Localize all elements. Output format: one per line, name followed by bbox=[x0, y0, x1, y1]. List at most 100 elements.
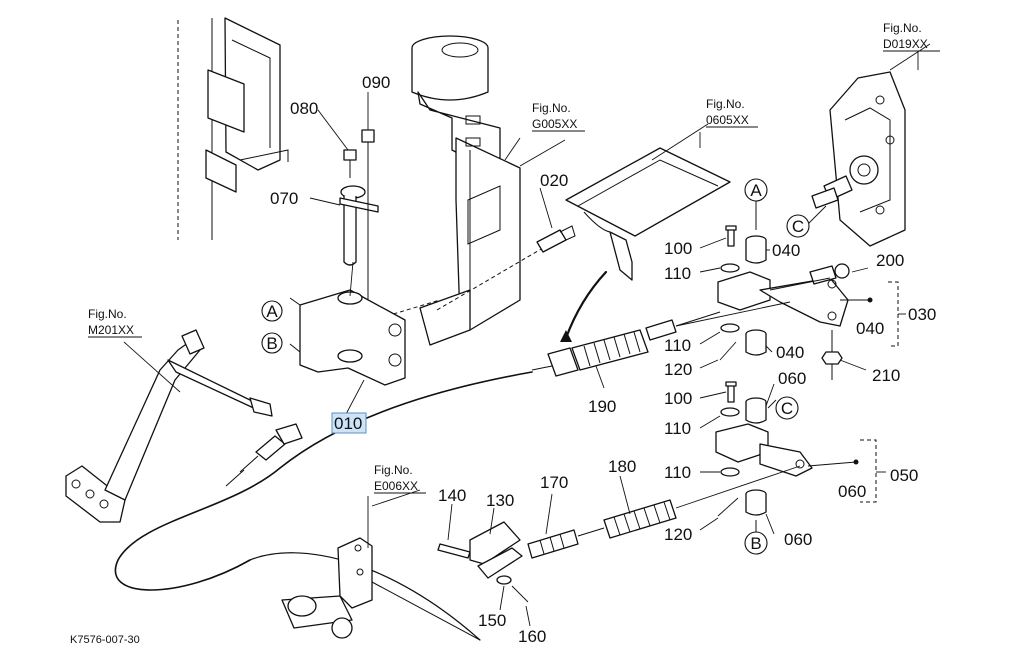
callout-100-b[interactable]: 100 bbox=[664, 389, 692, 408]
ref-0605-title: Fig.No. bbox=[706, 97, 745, 111]
nut-210 bbox=[821, 351, 843, 365]
callout-050[interactable]: 050 bbox=[890, 466, 918, 485]
dot-050 bbox=[853, 459, 859, 465]
ref-g005-title: Fig.No. bbox=[532, 101, 571, 115]
washer-150 bbox=[496, 575, 512, 585]
callout-090[interactable]: 090 bbox=[362, 73, 390, 92]
callout-200[interactable]: 200 bbox=[876, 251, 904, 270]
pedal-assembly bbox=[65, 329, 273, 523]
callout-060-c[interactable]: 060 bbox=[784, 530, 812, 549]
callout-010[interactable]: 010 bbox=[334, 414, 362, 433]
leader-020-dash bbox=[436, 237, 561, 311]
callout-060-a[interactable]: 060 bbox=[778, 369, 806, 388]
callout-010-highlight bbox=[331, 412, 367, 434]
sep-b-left bbox=[289, 343, 301, 353]
lower-lever bbox=[281, 537, 481, 641]
rod-170 bbox=[527, 527, 605, 559]
washer-110-b bbox=[720, 323, 740, 333]
figure-code: K7576-007-30 bbox=[70, 634, 140, 646]
clevis-130 bbox=[469, 521, 523, 579]
marker-b-left-circle bbox=[261, 332, 283, 354]
bushing-040-upper bbox=[745, 235, 767, 264]
bushing-060-upper bbox=[745, 397, 767, 424]
washer-110-a bbox=[720, 263, 740, 273]
ref-m201-code[interactable]: M201XX bbox=[88, 323, 134, 337]
marker-b-right-circle bbox=[744, 531, 768, 555]
rod-lower bbox=[675, 465, 801, 509]
callout-110-d[interactable]: 110 bbox=[664, 463, 691, 482]
callout-040-c[interactable]: 040 bbox=[776, 343, 804, 362]
pin-070 bbox=[339, 185, 379, 266]
bracket-030 bbox=[888, 281, 899, 347]
link-upper bbox=[769, 277, 831, 291]
callout-060-b[interactable]: 060 bbox=[838, 482, 866, 501]
callout-040-b[interactable]: 040 bbox=[856, 319, 884, 338]
ref-d019-code[interactable]: D019XX bbox=[883, 37, 928, 51]
callout-140[interactable]: 140 bbox=[438, 486, 466, 505]
marker-a-left-circle bbox=[261, 300, 283, 322]
cable-end-left bbox=[225, 423, 303, 487]
cotter-120-b bbox=[717, 497, 739, 517]
pin-070-axis bbox=[349, 261, 354, 297]
bracket-010 bbox=[299, 289, 406, 386]
ball-joint-200 bbox=[809, 263, 850, 285]
marker-c-upper-circle bbox=[786, 214, 810, 238]
arrow-0605-head bbox=[560, 330, 572, 342]
callout-030[interactable]: 030 bbox=[908, 305, 936, 324]
marker-b-left: B bbox=[266, 334, 277, 353]
bolt-020 bbox=[536, 225, 576, 253]
leader-050-tip bbox=[807, 461, 857, 467]
marker-b-right: B bbox=[750, 534, 761, 553]
callout-070[interactable]: 070 bbox=[270, 189, 298, 208]
callout-130[interactable]: 130 bbox=[486, 491, 514, 510]
ref-d019-title: Fig.No. bbox=[883, 21, 922, 35]
callout-120-b[interactable]: 120 bbox=[664, 525, 692, 544]
cotter-120-a bbox=[719, 341, 737, 361]
callout-110-a[interactable]: 110 bbox=[664, 264, 691, 283]
callout-120-a[interactable]: 120 bbox=[664, 360, 692, 379]
lever-lower bbox=[715, 423, 813, 477]
callout-170[interactable]: 170 bbox=[540, 473, 568, 492]
transmission-housing bbox=[811, 71, 906, 247]
callout-210[interactable]: 210 bbox=[872, 366, 900, 385]
cotter-160 bbox=[511, 585, 529, 603]
lever-upper bbox=[717, 271, 849, 327]
pin-100-b bbox=[725, 381, 737, 403]
ref-e006-code[interactable]: E006XX bbox=[374, 479, 418, 493]
marker-a-left: A bbox=[266, 302, 278, 321]
ref-g005-code[interactable]: G005XX bbox=[532, 117, 577, 131]
ref-0605-code[interactable]: 0605XX bbox=[706, 113, 749, 127]
washer-110-c bbox=[720, 407, 740, 417]
marker-a-right-circle bbox=[744, 178, 768, 202]
callout-180[interactable]: 180 bbox=[608, 457, 636, 476]
bolt-090 bbox=[361, 129, 375, 300]
callout-110-b[interactable]: 110 bbox=[664, 336, 691, 355]
callout-020[interactable]: 020 bbox=[540, 171, 568, 190]
steering-post bbox=[411, 35, 521, 346]
bracket-050 bbox=[860, 439, 877, 503]
ref-e006-title: Fig.No. bbox=[374, 463, 413, 477]
pin-100-a bbox=[725, 225, 737, 247]
callout-040-a[interactable]: 040 bbox=[772, 241, 800, 260]
callout-190[interactable]: 190 bbox=[588, 397, 616, 416]
bushing-040-lower bbox=[745, 329, 767, 356]
rod-upper bbox=[675, 301, 791, 327]
bolt-080 bbox=[343, 149, 357, 178]
arrow-0605 bbox=[564, 270, 608, 340]
callout-110-c[interactable]: 110 bbox=[664, 419, 691, 438]
bracket-0605 bbox=[565, 147, 731, 281]
marker-c-lower: C bbox=[781, 399, 793, 418]
callout-150[interactable]: 150 bbox=[478, 611, 506, 630]
spring-180 bbox=[603, 499, 677, 539]
callout-160[interactable]: 160 bbox=[518, 627, 546, 646]
marker-a-right: A bbox=[750, 181, 762, 200]
callout-080[interactable]: 080 bbox=[290, 99, 318, 118]
dot-030 bbox=[867, 297, 873, 303]
leader-lines bbox=[123, 43, 931, 627]
callout-100-a[interactable]: 100 bbox=[664, 239, 692, 258]
washer-110-d bbox=[720, 467, 740, 477]
cable-190-head bbox=[531, 311, 721, 377]
cable-190-sheath bbox=[114, 371, 533, 591]
bushing-060-lower bbox=[745, 489, 767, 516]
sep-a-left bbox=[289, 297, 301, 306]
